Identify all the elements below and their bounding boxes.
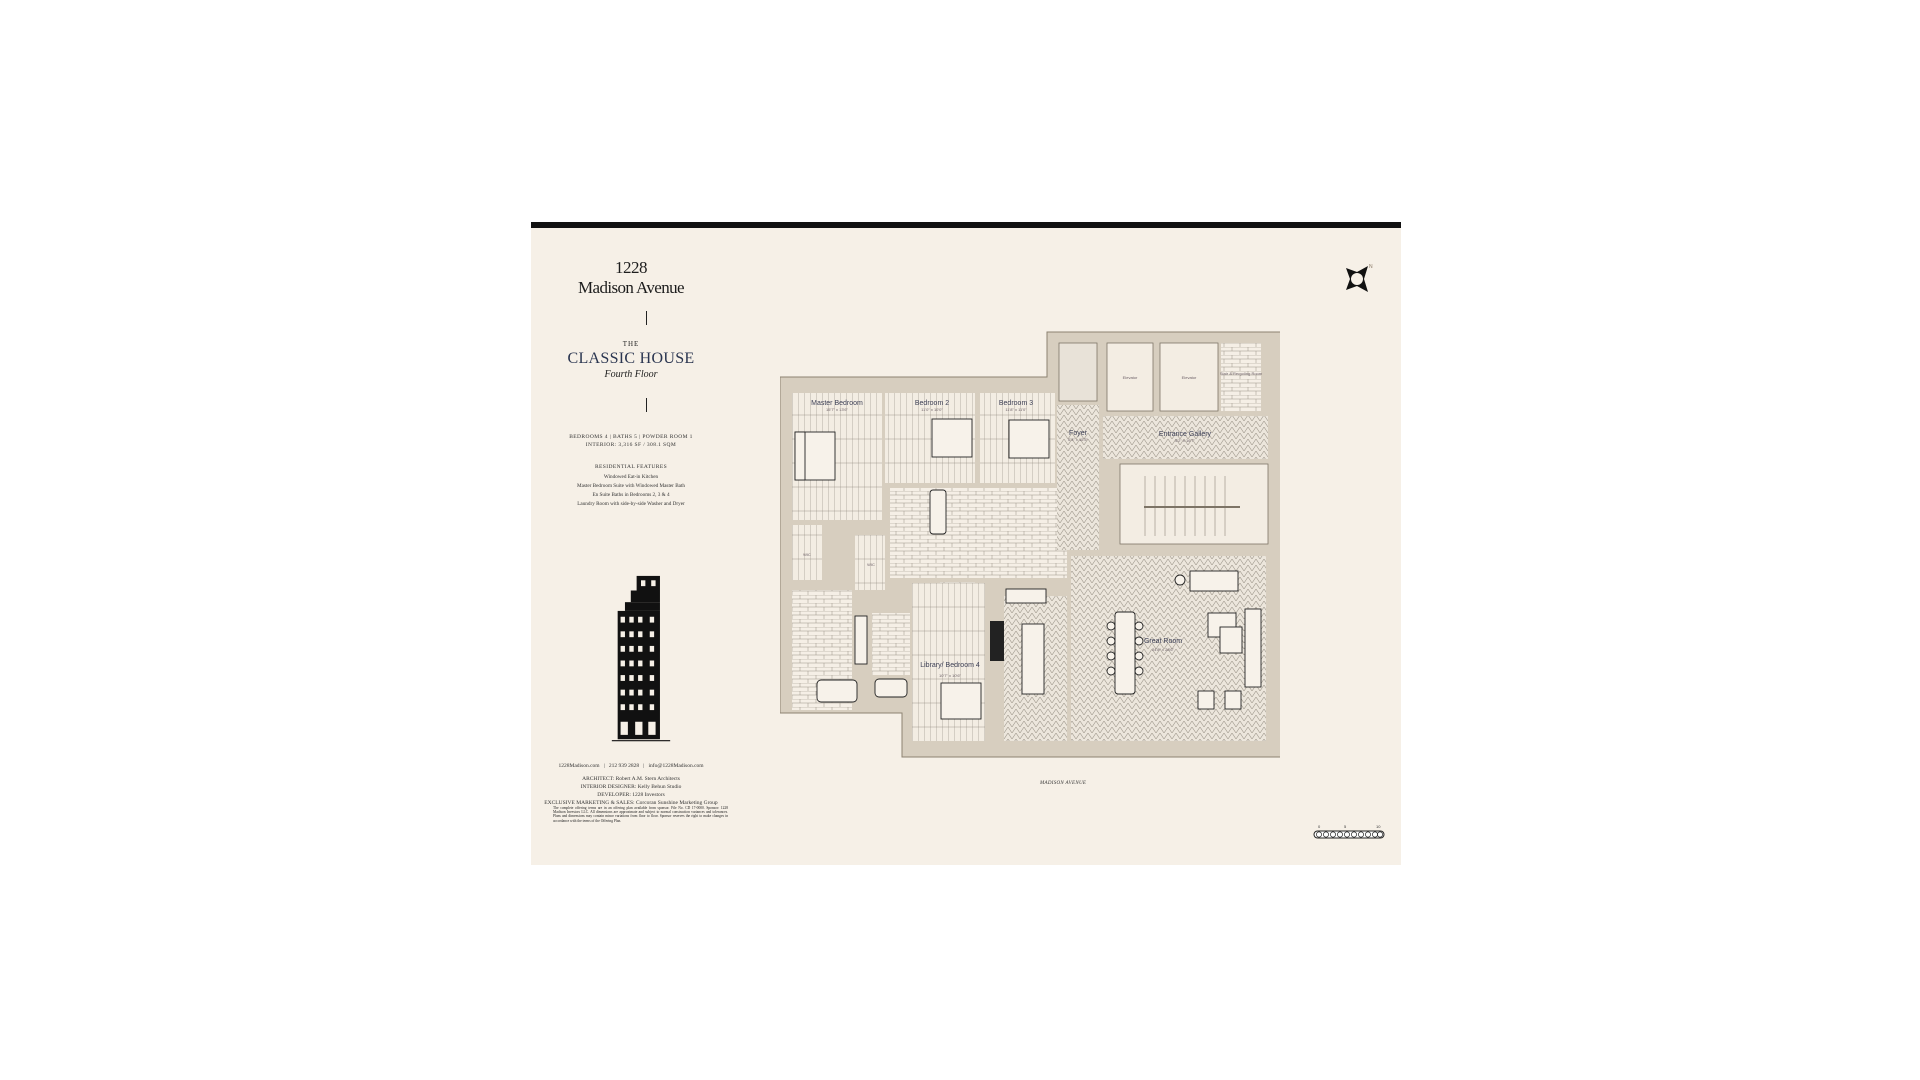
floor-plan: Master Bedroom 15'7" x 13'6" WIC WIC Bed… bbox=[780, 331, 1280, 758]
armchair-icon bbox=[1197, 690, 1215, 710]
dims-foyer: 6'3" x 15'5" bbox=[1068, 437, 1088, 442]
legal-disclaimer: The complete offering terms are in an of… bbox=[553, 806, 728, 823]
dims-bedroom-2: 11'0" x 10'0" bbox=[921, 407, 943, 412]
bed-icon bbox=[1008, 419, 1050, 459]
scale-label: 5 bbox=[1344, 824, 1347, 829]
refrigerator-icon bbox=[1005, 588, 1047, 604]
armchair-icon bbox=[1224, 690, 1242, 710]
room-foyer bbox=[1057, 405, 1099, 550]
elevator-1 bbox=[1106, 342, 1154, 412]
feature-item: Laundry Room with side-by-side Washer an… bbox=[577, 501, 685, 507]
features-heading: RESIDENTIAL FEATURES bbox=[594, 464, 668, 470]
label-recycling: Stair & Recycling Room bbox=[1220, 371, 1263, 376]
address-street: Madison Avenue bbox=[577, 278, 685, 297]
street-label: MADISON AVENUE bbox=[1040, 781, 1087, 786]
label-elevator: Elevator bbox=[1182, 375, 1197, 380]
dims-bedroom-3: 11'8" x 11'0" bbox=[1005, 407, 1027, 412]
room-wic-1 bbox=[792, 525, 822, 580]
label-wic: WIC bbox=[803, 552, 811, 557]
bed-icon bbox=[931, 418, 973, 458]
marketing-credit: EXCLUSIVE MARKETING & SALES: Corcoran Su… bbox=[544, 800, 718, 806]
dining-chairs-icon bbox=[1106, 621, 1144, 676]
label-foyer: Foyer bbox=[1069, 430, 1088, 437]
bathtub-icon bbox=[816, 679, 858, 703]
website-link[interactable]: 1228Madison.com bbox=[558, 763, 600, 769]
address-number: 1228 bbox=[615, 258, 648, 277]
label-master-bedroom: Master Bedroom bbox=[811, 400, 863, 407]
developer-credit: DEVELOPER: 1228 Investors bbox=[597, 792, 665, 798]
feature-item: Windowed Eat-in Kitchen bbox=[603, 474, 659, 480]
sofa-icon bbox=[1189, 570, 1239, 592]
stairwell bbox=[1119, 463, 1269, 545]
phone-number: 212 939 2828 bbox=[608, 763, 640, 769]
dims-entrance-gallery: 5'2" x 16'7" bbox=[1175, 438, 1195, 443]
bed-icon bbox=[940, 682, 982, 720]
divider-line bbox=[646, 311, 647, 325]
dims-library-bedroom-4: 10'7" x 10'6" bbox=[939, 673, 962, 678]
feature-item: En Suite Baths in Bedrooms 2, 3 & 4 bbox=[592, 492, 670, 498]
contact-line: 1228Madison.com | 212 939 2828 | info@12… bbox=[558, 763, 704, 769]
dining-table-icon bbox=[1114, 611, 1136, 695]
north-compass-icon: N bbox=[1346, 264, 1373, 292]
interior-credit: INTERIOR DESIGNER: Kelly Behun Studio bbox=[580, 784, 682, 790]
compass-label: N bbox=[1369, 264, 1373, 270]
side-table-icon bbox=[1174, 574, 1186, 586]
specs-line-2: INTERIOR: 3,316 SF / 308.1 SQM bbox=[585, 442, 677, 448]
room-bath bbox=[872, 613, 910, 675]
room-wic-2 bbox=[855, 535, 885, 590]
room-entrance-gallery bbox=[1103, 416, 1268, 459]
label-library-bedroom-4: Library/ Bedroom 4 bbox=[920, 662, 980, 669]
vanity-icon bbox=[854, 615, 868, 665]
scale-bar-icon: 0 5 10 bbox=[1313, 824, 1385, 839]
building-elevation-icon bbox=[611, 575, 671, 742]
scale-label: 10 bbox=[1376, 824, 1381, 829]
coffee-table-icon bbox=[1219, 626, 1243, 654]
label-elevator: Elevator bbox=[1123, 375, 1138, 380]
top-rule bbox=[531, 222, 1401, 228]
feature-item: Master Bedroom Suite with Windowed Maste… bbox=[576, 483, 686, 489]
divider-line bbox=[646, 398, 647, 412]
email-link[interactable]: info@1228Madison.com bbox=[648, 763, 704, 769]
label-bedroom-2: Bedroom 2 bbox=[915, 400, 949, 407]
the-label: THE bbox=[622, 340, 640, 348]
residence-name: CLASSIC HOUSE bbox=[567, 350, 695, 367]
label-great-room: Great Room bbox=[1144, 638, 1182, 645]
architect-credit: ARCHITECT: Robert A.M. Stern Architects bbox=[582, 776, 680, 782]
label-bedroom-3: Bedroom 3 bbox=[999, 400, 1033, 407]
scale-label: 0 bbox=[1318, 824, 1321, 829]
bathtub-icon bbox=[929, 489, 947, 535]
elevator-2 bbox=[1159, 342, 1219, 412]
bathtub-icon bbox=[874, 678, 908, 698]
dims-great-room: 24'8" x 28'6" bbox=[1152, 647, 1175, 652]
label-entrance-gallery: Entrance Gallery bbox=[1159, 431, 1212, 438]
stair-recycling-room bbox=[1221, 343, 1261, 411]
dims-master-bedroom: 15'7" x 13'6" bbox=[826, 407, 849, 412]
sofa-icon bbox=[1244, 608, 1262, 688]
range-icon bbox=[990, 621, 1004, 661]
specs-line-1: BEDROOMS 4 | BATHS 5 | POWDER ROOM 1 bbox=[569, 434, 693, 440]
floor-label: Fourth Floor bbox=[604, 369, 658, 380]
kitchen-island-icon bbox=[1021, 623, 1045, 695]
room-powder bbox=[1058, 342, 1098, 402]
bed-pillows-icon bbox=[794, 431, 806, 481]
label-wic: WIC bbox=[867, 562, 875, 567]
